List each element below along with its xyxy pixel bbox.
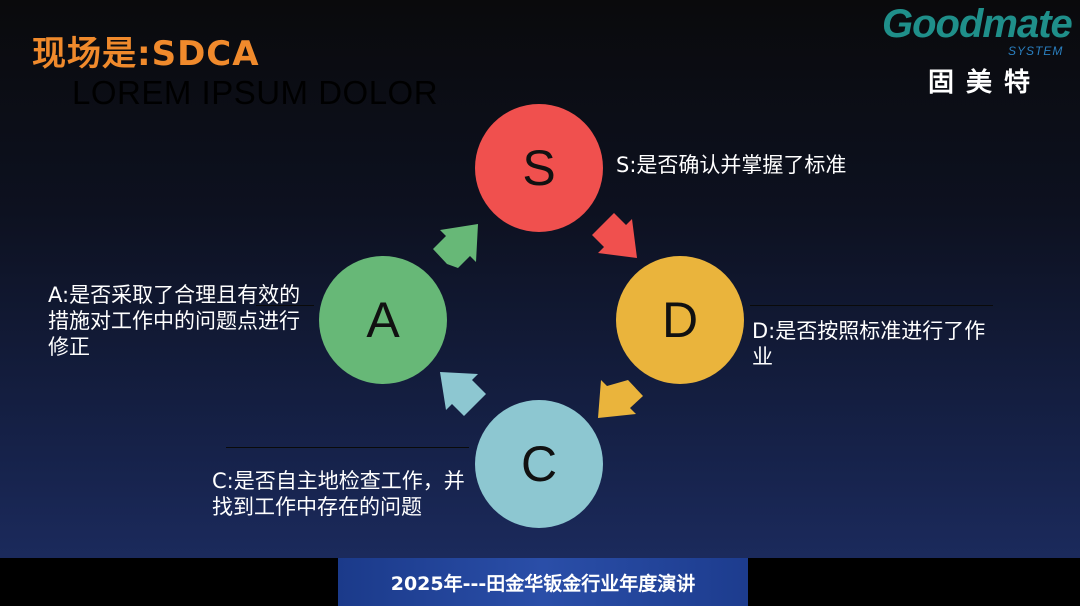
arrow-a-to-s: [433, 224, 478, 268]
node-d-circle: D: [616, 256, 744, 384]
node-s-circle: S: [475, 104, 603, 232]
logo-chinese-name: 固美特: [928, 68, 1043, 98]
node-d-description: D:是否按照标准进行了作业: [752, 319, 986, 369]
page-subtitle: LOREM IPSUM DOLOR: [72, 74, 439, 111]
arrow-c-to-a: [440, 372, 486, 416]
footer-banner: 2025年---田金华钣金行业年度演讲: [338, 558, 748, 606]
node-a-description: A:是否采取了合理且有效的措施对工作中的问题点进行修正: [48, 283, 301, 359]
footer-text: 2025年---田金华钣金行业年度演讲: [390, 572, 696, 595]
connector-line-d: [750, 305, 993, 306]
node-c-description: C:是否自主地检查工作，并找到工作中存在的问题: [212, 469, 465, 519]
arrow-s-to-d: [592, 213, 637, 258]
node-a-circle: A: [319, 256, 447, 384]
node-s-description: S:是否确认并掌握了标准: [616, 153, 847, 177]
logo-wordmark: Goodmate: [882, 2, 1073, 46]
page-title: 现场是:SDCA: [32, 34, 260, 74]
arrow-d-to-c: [598, 380, 643, 418]
node-c-circle: C: [475, 400, 603, 528]
logo-system-text: SYSTEM: [1008, 44, 1064, 58]
connector-line-a: [256, 305, 314, 306]
connector-line-c: [226, 447, 469, 448]
